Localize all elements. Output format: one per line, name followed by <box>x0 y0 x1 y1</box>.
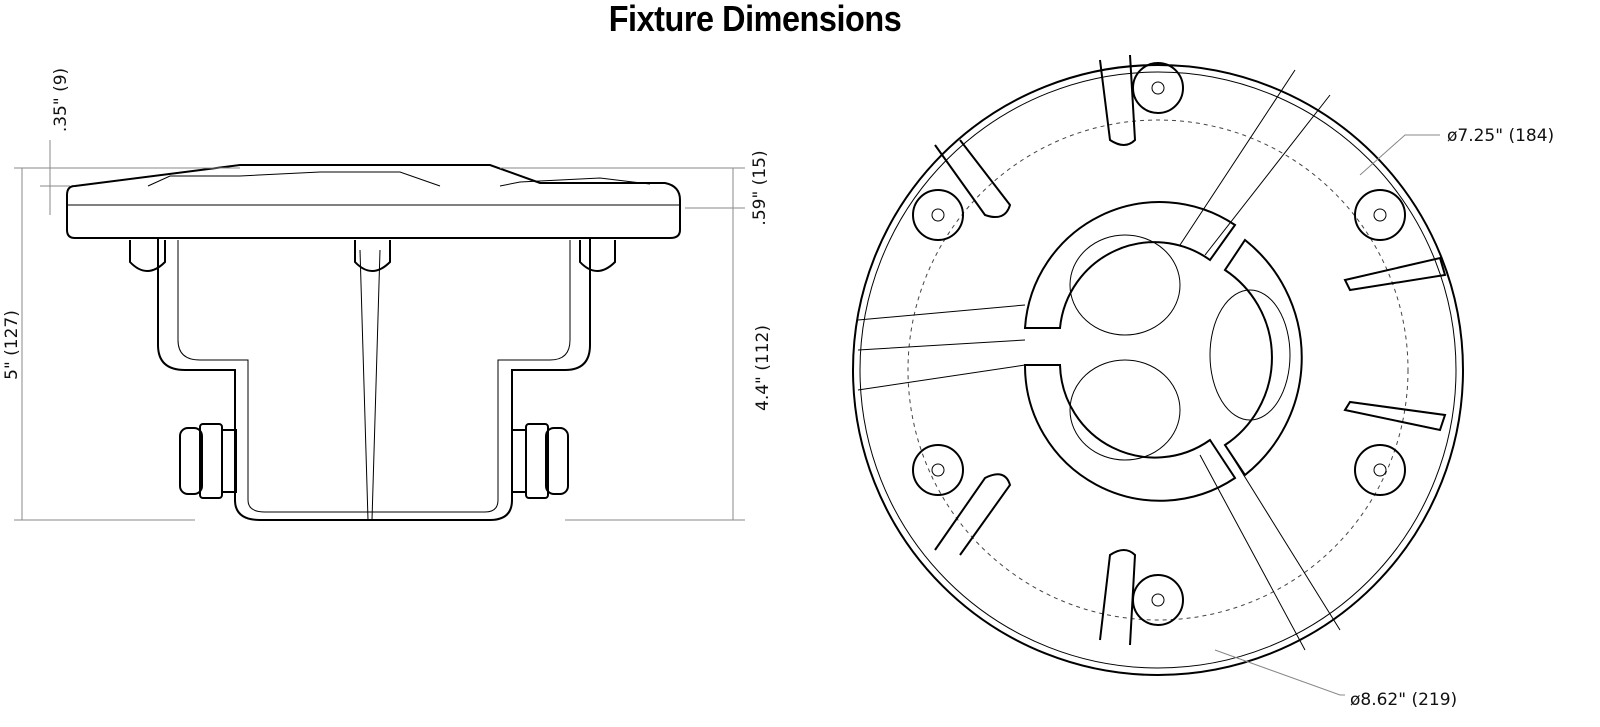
right-cable-gland <box>511 423 569 499</box>
left-cable-gland <box>179 423 237 499</box>
outer-diameter-label: ø8.62" (219) <box>1350 690 1457 710</box>
top-view: ø7.25" (184) ø8.62" (219) <box>852 54 1554 710</box>
page-title: Fixture Dimensions <box>608 0 902 39</box>
body-height-label: 4.4" (112) <box>753 325 773 411</box>
side-view: 5" (127) .35" (9) .59" (15) 4.4" (112) <box>2 68 773 521</box>
flange-thickness-label: .35" (9) <box>51 68 71 132</box>
bolt-holes <box>912 62 1406 626</box>
lens-height-label: .59" (15) <box>750 150 770 225</box>
bolt-circle-diameter-label: ø7.25" (184) <box>1447 126 1554 146</box>
retaining-tabs <box>934 54 1447 646</box>
overall-height-label: 5" (127) <box>2 310 22 380</box>
